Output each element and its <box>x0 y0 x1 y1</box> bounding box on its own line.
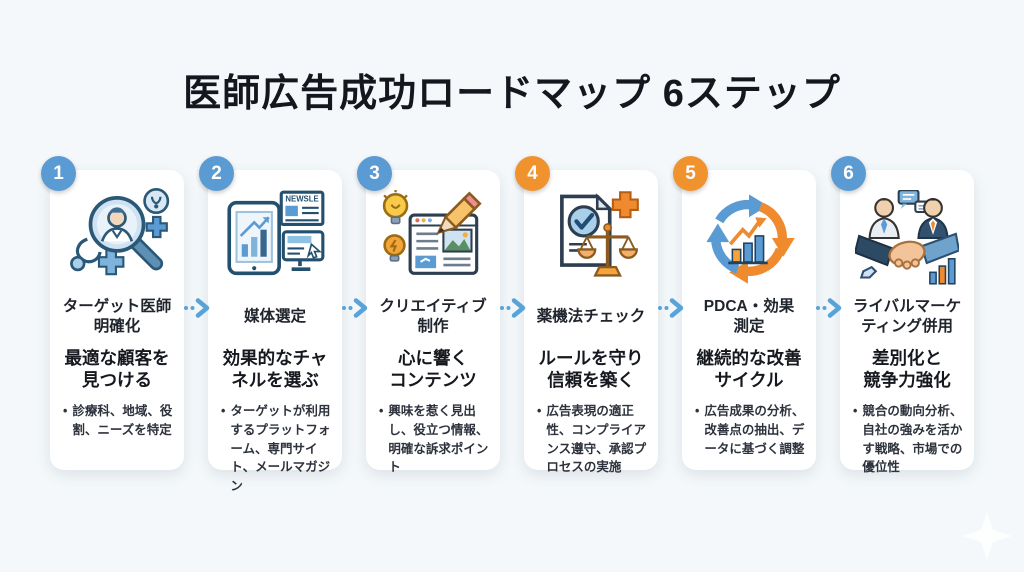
step-card-4: 4 <box>515 156 658 474</box>
doctor-search-icon <box>70 188 170 276</box>
step-number-badge: 3 <box>357 156 392 191</box>
step-number-badge: 6 <box>831 156 866 191</box>
step-card-2: 2 NEWSLE <box>199 156 342 493</box>
step-detail-text: ターゲットが利用するプラットフォーム、専門サイト、メールマガジン <box>230 404 331 493</box>
step-title: 薬機法チェック <box>536 308 646 326</box>
legal-scales-icon <box>560 191 639 277</box>
step-detail-text: 広告表現の適正性、コンプライアンス遵守、承認プロセスの実施 <box>546 404 647 475</box>
step-detail: • 広告成果の分析、改善点の抽出、データに基づく調整 <box>682 394 816 458</box>
media-devices-icon: NEWSLE <box>227 190 325 276</box>
newspaper-label: NEWSLE <box>285 195 318 204</box>
step-title: ライバルマーケ ティング併用 <box>852 298 962 335</box>
step-subtitle: 差別化と 競争力強化 <box>863 347 951 390</box>
step-title: クリエイティブ 制作 <box>379 298 487 335</box>
step-number: 4 <box>527 162 538 184</box>
step-detail-text: 広告成果の分析、改善点の抽出、データに基づく調整 <box>704 404 805 456</box>
step-detail-text: 競合の動向分析、自社の強みを活かす戦略、市場での優位性 <box>862 404 963 475</box>
steps-row: 1 <box>41 156 974 493</box>
step-arrow-icon <box>341 298 369 318</box>
step-number-badge: 5 <box>673 156 708 191</box>
step-number: 3 <box>369 162 380 184</box>
pdca-cycle-icon <box>706 194 795 284</box>
step-card-6: 6 <box>831 156 974 474</box>
step-subtitle: ルールを守り 信頼を築く <box>538 347 644 390</box>
step-card-1: 1 <box>41 156 184 470</box>
page-title: 医師広告成功ロードマップ 6ステップ <box>183 73 841 115</box>
step-arrow-icon <box>499 298 527 318</box>
step-subtitle: 効果的なチャ ネルを選ぶ <box>222 347 328 390</box>
bullet-icon: • <box>379 404 384 418</box>
step-arrow-icon <box>815 298 843 318</box>
bullet-icon: • <box>537 404 542 418</box>
step-number: 2 <box>211 162 222 184</box>
step-detail-text: 興味を惹く見出し、役立つ情報、明確な訴求ポイント <box>388 404 489 475</box>
step-number: 6 <box>843 162 854 184</box>
step-detail: • 広告表現の適正性、コンプライアンス遵守、承認プロセスの実施 <box>524 394 658 477</box>
step-subtitle: 最適な顧客を 見つける <box>64 347 170 390</box>
creative-content-icon <box>382 190 482 275</box>
step-number-badge: 2 <box>199 156 234 191</box>
bullet-icon: • <box>695 404 700 418</box>
step-detail: • 診療科、地域、役割、ニーズを特定 <box>50 394 184 440</box>
step-number: 1 <box>53 162 64 184</box>
step-card-3: 3 <box>357 156 500 474</box>
step-title: PDCA・効果 測定 <box>703 298 795 335</box>
step-detail: • 興味を惹く見出し、役立つ情報、明確な訴求ポイント <box>366 394 500 477</box>
bullet-icon: • <box>853 404 858 418</box>
bullet-icon: • <box>63 404 68 418</box>
step-detail: • 競合の動向分析、自社の強みを活かす戦略、市場での優位性 <box>840 394 974 477</box>
step-detail: • ターゲットが利用するプラットフォーム、専門サイト、メールマガジン <box>208 394 342 496</box>
step-title: ターゲット医師 明確化 <box>62 298 172 335</box>
step-subtitle: 継続的な改善 サイクル <box>696 347 802 390</box>
step-number-badge: 1 <box>41 156 76 191</box>
step-arrow-icon <box>657 298 685 318</box>
handshake-icon <box>855 190 959 285</box>
step-title: 媒体選定 <box>243 308 306 326</box>
step-detail-text: 診療科、地域、役割、ニーズを特定 <box>72 404 173 437</box>
sparkle-icon <box>962 512 1012 560</box>
step-number-badge: 4 <box>515 156 550 191</box>
step-arrow-icon <box>183 298 211 318</box>
step-subtitle: 心に響く コンテンツ <box>389 347 477 390</box>
step-number: 5 <box>685 162 696 184</box>
bullet-icon: • <box>221 404 226 418</box>
step-card-5: 5 PDCA・効 <box>673 156 816 470</box>
